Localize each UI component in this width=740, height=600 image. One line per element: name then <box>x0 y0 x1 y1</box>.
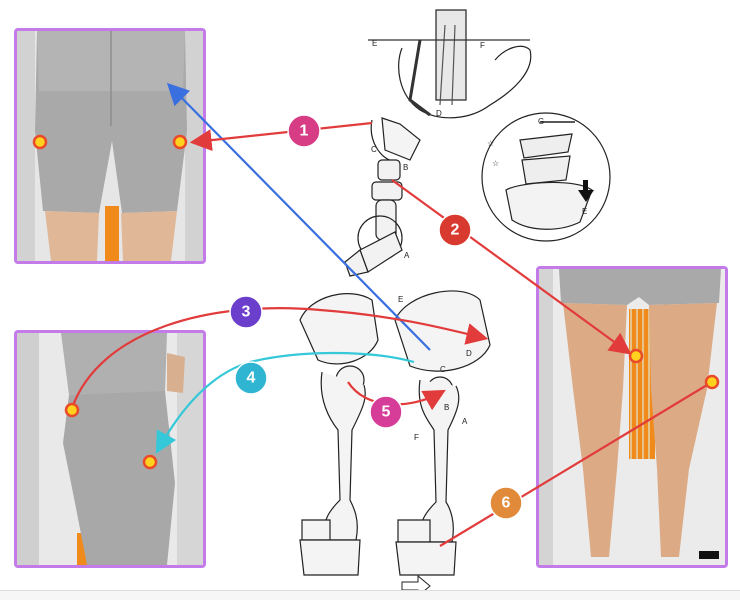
back-view-figure <box>17 31 203 261</box>
label-a-right: A <box>462 417 468 426</box>
badge-4-circle <box>234 361 268 395</box>
label-d-pelvis: D <box>436 109 442 118</box>
front-view-figure <box>539 269 725 565</box>
sketch-sacrum <box>481 112 611 242</box>
badge-2: 2 <box>438 213 472 247</box>
badge-6-label: 6 <box>502 495 511 512</box>
badge-6-circle <box>489 486 523 520</box>
badge-5-circle <box>369 395 403 429</box>
star-icon: ☆ <box>487 139 494 148</box>
label-e-top: E <box>372 39 377 48</box>
label-c-right: C <box>440 365 446 374</box>
label-e-sacrum: E <box>582 207 587 216</box>
badge-5: 5 <box>369 395 403 429</box>
sketch-femur-left <box>299 293 379 576</box>
label-e-pelvis: E <box>398 295 403 304</box>
label-b-hip: B <box>403 163 408 172</box>
arrow-5 <box>347 381 446 411</box>
badge-3-circle <box>229 295 263 329</box>
badge-1: 1 <box>287 114 321 148</box>
arrow-1 <box>189 121 373 152</box>
side-view-figure <box>17 333 203 565</box>
badge-6: 6 <box>489 486 523 520</box>
star-icon: ☆ <box>492 159 499 168</box>
sketch-femur-right <box>394 290 491 576</box>
badge-3-label: 3 <box>242 304 251 321</box>
badge-2-label: 2 <box>451 222 460 239</box>
photo-side-view <box>14 330 206 568</box>
badge-4: 4 <box>234 361 268 395</box>
label-g-sacrum: G <box>538 117 544 126</box>
badge-3: 3 <box>229 295 263 329</box>
label-c-hip: C <box>371 145 377 154</box>
label-f-top: F <box>480 41 485 50</box>
label-f-right: F <box>414 433 419 442</box>
photo-back-view <box>14 28 206 264</box>
arrow-blue <box>166 82 431 351</box>
sketch-pelvis-spine <box>368 9 532 163</box>
bottom-divider <box>0 590 740 600</box>
badge-1-circle <box>287 114 321 148</box>
badge-2-circle <box>438 213 472 247</box>
arrow-down-icon <box>578 180 594 202</box>
photo-front-view <box>536 266 728 568</box>
badge-1-label: 1 <box>300 123 309 140</box>
badge-5-label: 5 <box>382 404 391 421</box>
label-a-ankle: A <box>404 251 410 260</box>
sketch-leg-upper <box>344 159 403 277</box>
label-b-right: B <box>444 403 449 412</box>
badge-4-label: 4 <box>247 370 256 387</box>
label-d-right: D <box>466 349 472 358</box>
